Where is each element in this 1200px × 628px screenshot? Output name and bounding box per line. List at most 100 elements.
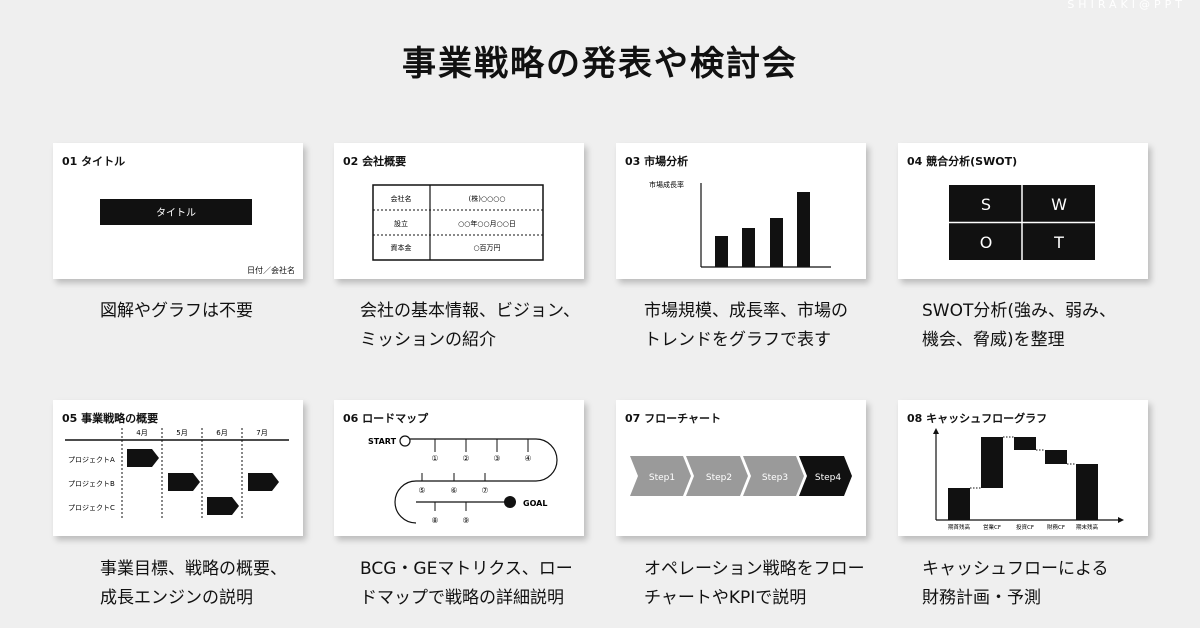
gantt-bar <box>127 449 159 467</box>
flowchart-thumbnail: Step1 Step2 Step3 Step4 <box>630 456 852 496</box>
gantt-bar <box>207 497 239 515</box>
flow-step-label: Step3 <box>762 473 788 483</box>
flow-step <box>799 456 852 496</box>
flow-step-label: Step4 <box>815 473 841 483</box>
table-label: 会社名 <box>391 194 412 203</box>
desc-line: 財務計画・予測 <box>922 588 1041 608</box>
flow-step <box>686 456 748 496</box>
slide-title: 06 ロードマップ <box>343 412 429 425</box>
swot-cell-o: O <box>980 233 993 252</box>
market-chart-thumbnail: 市場成長率 <box>649 180 831 268</box>
waterfall-label: 期末残高 <box>1076 523 1099 531</box>
slide-title: 05 事業戦略の概要 <box>62 412 159 425</box>
flow-step <box>630 456 691 496</box>
desc-line: BCG・GEマトリクス、ロー <box>360 559 573 579</box>
step-marker: ⑤ <box>418 486 425 495</box>
desc-line: SWOT分析(強み、弱み、 <box>922 301 1116 321</box>
slide-title: 01 タイトル <box>62 155 126 168</box>
slide-desc-title: 図解やグラフは不要 <box>100 297 370 326</box>
flow-step-label: Step1 <box>649 473 675 483</box>
slide-card-market-analysis[interactable]: 03 市場分析 市場成長率 <box>616 143 866 279</box>
slide-desc-flowchart: オペレーション戦略をフロー チャートやKPIで説明 <box>644 555 914 613</box>
slide-title: 02 会社概要 <box>343 155 407 168</box>
start-label: START <box>368 437 397 446</box>
waterfall-label: 投資CF <box>1016 523 1034 531</box>
desc-line: 図解やグラフは不要 <box>100 301 253 321</box>
slide-card-swot[interactable]: 04 競合分析(SWOT) S W O T <box>898 143 1148 279</box>
swot-cell-t: T <box>1053 233 1064 252</box>
slide-desc-market-analysis: 市場規模、成長率、市場の トレンドをグラフで表す <box>644 297 914 355</box>
title-bar-label: タイトル <box>156 207 196 219</box>
gantt-bar <box>248 473 279 491</box>
chart-bar <box>797 192 810 267</box>
slide-desc-cashflow: キャッシュフローによる 財務計画・予測 <box>922 555 1192 613</box>
step-marker: ⑨ <box>462 516 469 525</box>
slide-title: 07 フローチャート <box>625 412 722 425</box>
chart-bar <box>715 236 728 267</box>
step-marker: ⑦ <box>481 486 488 495</box>
desc-line: 会社の基本情報、ビジョン、 <box>360 301 580 321</box>
goal-label: GOAL <box>523 499 547 508</box>
title-slide-thumbnail: タイトル 日付／会社名 <box>100 199 295 275</box>
table-label: 資本金 <box>391 243 412 252</box>
waterfall-bar <box>1076 464 1098 520</box>
waterfall-bar <box>1014 437 1036 450</box>
slide-title: 03 市場分析 <box>625 155 689 168</box>
slide-title: 04 競合分析(SWOT) <box>907 155 1018 168</box>
slide-card-flowchart[interactable]: 07 フローチャート Step1 Step2 Step3 Step4 <box>616 400 866 536</box>
waterfall-label: 財務CF <box>1047 523 1065 531</box>
waterfall-label: 期首残高 <box>948 523 971 531</box>
slide-desc-company-overview: 会社の基本情報、ビジョン、 ミッションの紹介 <box>360 297 630 355</box>
waterfall-bar <box>948 488 970 520</box>
chart-bar <box>770 218 783 267</box>
desc-line: 市場規模、成長率、市場の <box>644 301 848 321</box>
slide-card-cashflow[interactable]: 08 キャッシュフローグラフ 期首残高 営業CF 投資CF 財務CF 期末残高 <box>898 400 1148 536</box>
brand-watermark: SHIRAKI@PPT <box>1067 0 1186 11</box>
flow-step <box>743 456 804 496</box>
desc-line: 機会、脅威)を整理 <box>922 330 1065 350</box>
flow-step-label: Step2 <box>706 473 732 483</box>
slide-card-title[interactable]: 01 タイトル タイトル 日付／会社名 <box>53 143 303 279</box>
table-value: (株)○○○○ <box>469 194 506 203</box>
waterfall-label: 営業CF <box>983 523 1001 531</box>
waterfall-bar <box>981 437 1003 488</box>
slide-desc-swot: SWOT分析(強み、弱み、 機会、脅威)を整理 <box>922 297 1192 355</box>
desc-line: 成長エンジンの説明 <box>100 588 253 608</box>
gantt-thumbnail: 4月 5月 6月 7月 プロジェクトA プロジェクトB プロジェクトC <box>65 428 289 520</box>
table-value: ○百万円 <box>473 244 500 252</box>
waterfall-bar <box>1045 450 1067 464</box>
step-marker: ⑥ <box>450 486 457 495</box>
table-value: ○○年○○月○○日 <box>458 219 516 228</box>
slide-card-company-overview[interactable]: 02 会社概要 会社名 (株)○○○○ 設立 ○○年○○月○○日 資本金 ○百万… <box>334 143 584 279</box>
slide-card-strategy-overview[interactable]: 05 事業戦略の概要 4月 5月 6月 7月 プロジェクトA プロジェクトB プ… <box>53 400 303 536</box>
chart-bar <box>742 228 755 267</box>
step-marker: ② <box>462 454 469 463</box>
project-label: プロジェクトC <box>68 504 115 512</box>
step-marker: ③ <box>493 454 500 463</box>
month-label: 5月 <box>176 429 187 437</box>
company-table-thumbnail: 会社名 (株)○○○○ 設立 ○○年○○月○○日 資本金 ○百万円 <box>372 184 544 261</box>
desc-line: キャッシュフローによる <box>922 559 1109 579</box>
swot-cell-w: W <box>1051 195 1067 214</box>
desc-line: トレンドをグラフで表す <box>644 330 831 350</box>
title-bar <box>100 199 252 225</box>
step-marker: ④ <box>524 454 531 463</box>
desc-line: ミッションの紹介 <box>360 330 496 350</box>
roadmap-thumbnail: START GOAL ① ② ③ ④ ⑤ ⑥ ⑦ ⑧ ⑨ <box>368 435 558 525</box>
cashflow-thumbnail: 期首残高 営業CF 投資CF 財務CF 期末残高 <box>933 428 1124 531</box>
page-title: 事業戦略の発表や検討会 <box>402 44 798 84</box>
desc-line: ドマップで戦略の詳細説明 <box>360 588 564 608</box>
swot-thumbnail: S W O T <box>949 185 1095 260</box>
step-marker: ⑧ <box>431 516 438 525</box>
slide-card-roadmap[interactable]: 06 ロードマップ START GOAL ① ② ③ ④ ⑤ ⑥ ⑦ ⑧ ⑨ <box>334 400 584 536</box>
month-label: 7月 <box>256 429 267 437</box>
desc-line: オペレーション戦略をフロー <box>644 559 865 579</box>
swot-cell-s: S <box>981 195 991 214</box>
y-axis-label: 市場成長率 <box>649 180 684 189</box>
project-label: プロジェクトB <box>68 480 115 488</box>
desc-line: 事業目標、戦略の概要、 <box>100 559 287 579</box>
desc-line: チャートやKPIで説明 <box>644 588 807 608</box>
month-label: 4月 <box>136 429 147 437</box>
month-label: 6月 <box>216 429 227 437</box>
slide-desc-roadmap: BCG・GEマトリクス、ロー ドマップで戦略の詳細説明 <box>360 555 630 613</box>
